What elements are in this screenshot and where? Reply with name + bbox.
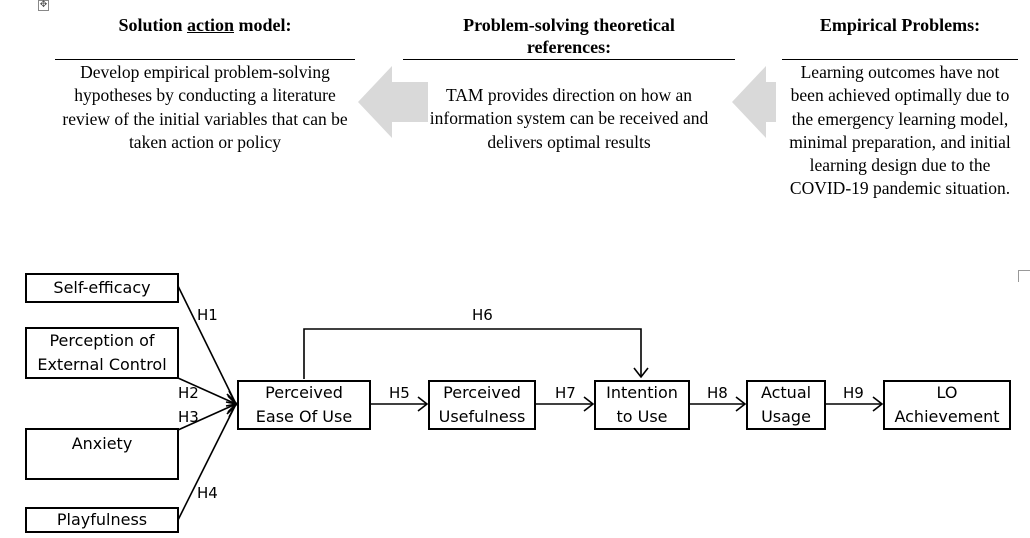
- arrowhead-icon: [872, 396, 884, 412]
- left-arrow-icon: [358, 66, 428, 138]
- box-peou: Perceived Ease Of Use: [237, 380, 371, 430]
- label-h3: H3: [178, 408, 199, 426]
- arrowhead-icon: [583, 396, 595, 412]
- solution-title-rule: [55, 59, 355, 60]
- box-peou-label: Perceived Ease Of Use: [255, 383, 353, 426]
- empirical-text: Learning outcomes have not been achieved…: [789, 62, 1011, 199]
- box-actual: Actual Usage: [746, 380, 826, 430]
- h2-line: [177, 377, 237, 405]
- label-h9: H9: [843, 384, 864, 402]
- box-external-control-label: Perception of External Control: [37, 331, 167, 374]
- theory-title: Problem-solving theoretical references:: [463, 15, 675, 57]
- box-lo-label: LO Achievement: [894, 383, 1000, 426]
- empirical-title: Empirical Problems:: [819, 15, 981, 35]
- arrowhead-icon: [417, 396, 429, 412]
- h1-line: [177, 285, 237, 405]
- box-playfulness: Playfulness: [25, 507, 179, 533]
- label-h7: H7: [555, 384, 576, 402]
- arrowhead-icon: [633, 367, 649, 379]
- solution-title-post: model:: [234, 15, 292, 35]
- box-anxiety: Anxiety: [25, 428, 179, 480]
- theory-title-rule: [403, 59, 735, 60]
- box-self-efficacy-label: Self-efficacy: [53, 278, 151, 297]
- h4-line: [177, 403, 237, 521]
- label-h6: H6: [472, 306, 493, 324]
- label-h4: H4: [197, 484, 218, 502]
- left-arrow-icon: [732, 66, 776, 138]
- box-external-control: Perception of External Control: [25, 327, 179, 379]
- h3-line: [177, 403, 237, 431]
- label-h8: H8: [707, 384, 728, 402]
- box-actual-label: Actual Usage: [760, 383, 812, 426]
- empirical-title-rule: [782, 59, 1018, 60]
- solution-text: Develop empirical problem-solving hypoth…: [62, 62, 348, 152]
- box-anxiety-label: Anxiety: [71, 434, 133, 453]
- move-handle-icon[interactable]: ✥: [38, 0, 49, 11]
- box-pu: Perceived Usefulness: [428, 380, 536, 430]
- box-playfulness-label: Playfulness: [56, 510, 148, 529]
- solution-title-pre: Solution: [118, 15, 188, 35]
- box-itu-label: Intention to Use: [606, 383, 678, 426]
- box-lo: LO Achievement: [883, 380, 1011, 430]
- box-self-efficacy: Self-efficacy: [25, 273, 179, 303]
- solution-title: Solution action model:: [55, 14, 355, 36]
- label-h2: H2: [178, 384, 199, 402]
- box-itu: Intention to Use: [594, 380, 690, 430]
- arrowhead-icon: [226, 403, 237, 418]
- arrowhead-icon: [735, 396, 747, 412]
- text-boundary-marker: [1018, 270, 1030, 282]
- label-h5: H5: [389, 384, 410, 402]
- label-h1: H1: [197, 306, 218, 324]
- h6-line: [303, 328, 642, 379]
- box-pu-label: Perceived Usefulness: [438, 383, 526, 426]
- theory-text: TAM provides direction on how an informa…: [429, 85, 709, 152]
- solution-title-underlined: action: [187, 15, 235, 35]
